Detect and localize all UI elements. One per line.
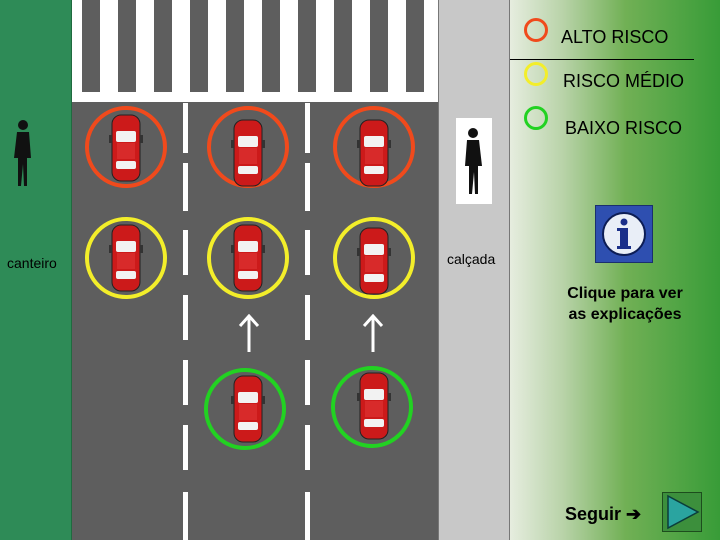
crosswalk-gap: [370, 0, 388, 92]
car-icon: [357, 372, 391, 440]
car-icon: [357, 119, 391, 187]
info-icon: [602, 212, 646, 256]
high-risk-ring: [85, 106, 167, 188]
lane-dash: [183, 103, 188, 153]
car-icon: [231, 119, 265, 187]
median-label: canteiro: [7, 255, 57, 271]
sidewalk-label: calçada: [447, 251, 496, 267]
arrow-up-icon: [238, 314, 260, 352]
crosswalk-gap: [262, 0, 280, 92]
medium-risk-ring: [333, 217, 415, 299]
legend-divider: [510, 59, 694, 60]
instruction-line: Clique para ver: [567, 285, 683, 302]
low-risk-ring: [204, 368, 286, 450]
lane-dash: [305, 230, 310, 275]
car-icon: [231, 224, 265, 292]
arrow-up-icon: [362, 314, 384, 352]
legend-panel: [510, 0, 720, 540]
car-icon: [357, 227, 391, 295]
crosswalk-gap: [334, 0, 352, 92]
lane-dash: [305, 425, 310, 470]
lane-dash: [305, 295, 310, 340]
crosswalk-gap: [226, 0, 244, 92]
low-risk-legend-icon: [524, 106, 548, 130]
play-triangle-icon: [667, 494, 700, 530]
instruction-line: as explicações: [568, 306, 682, 323]
lane-dash: [183, 295, 188, 340]
sidewalk: [438, 0, 510, 540]
high-risk-legend-icon: [524, 18, 548, 42]
pedestrian-icon: [465, 128, 482, 194]
medium-risk-legend-label: RISCO MÉDIO: [563, 71, 685, 91]
instruction-text: Clique para ver as explicações: [545, 283, 705, 325]
crosswalk-gap: [154, 0, 172, 92]
car-icon: [109, 224, 143, 292]
medium-risk-ring: [207, 217, 289, 299]
lane-dash: [183, 425, 188, 470]
low-risk-legend-label: BAIXO RISCO: [565, 118, 683, 138]
medium-risk-legend-icon: [524, 62, 548, 86]
crosswalk-gap: [82, 0, 100, 92]
lane-dash: [305, 492, 310, 540]
next-button[interactable]: [662, 492, 702, 532]
arrow-right-icon: ➔: [626, 504, 642, 524]
car-icon: [109, 114, 143, 182]
pedestrian-icon: [14, 120, 31, 186]
crosswalk: [72, 0, 438, 102]
next-label-text: Seguir: [565, 504, 622, 524]
crosswalk-gap: [118, 0, 136, 92]
lane-dash: [305, 360, 310, 405]
lane-dash: [183, 230, 188, 275]
lane-dash: [305, 163, 310, 211]
crosswalk-gap: [190, 0, 208, 92]
car-icon: [231, 375, 265, 443]
lane-dash: [183, 492, 188, 540]
crosswalk-gap: [298, 0, 316, 92]
next-label[interactable]: Seguir ➔: [565, 504, 641, 525]
low-risk-ring: [331, 366, 413, 448]
info-button[interactable]: [595, 205, 653, 263]
crosswalk-gap: [406, 0, 424, 92]
lane-dash: [305, 103, 310, 153]
medium-risk-ring: [85, 217, 167, 299]
lane-dash: [183, 360, 188, 405]
high-risk-legend-label: ALTO RISCO: [561, 27, 669, 47]
median-strip: [0, 0, 72, 540]
lane-dash: [183, 163, 188, 211]
